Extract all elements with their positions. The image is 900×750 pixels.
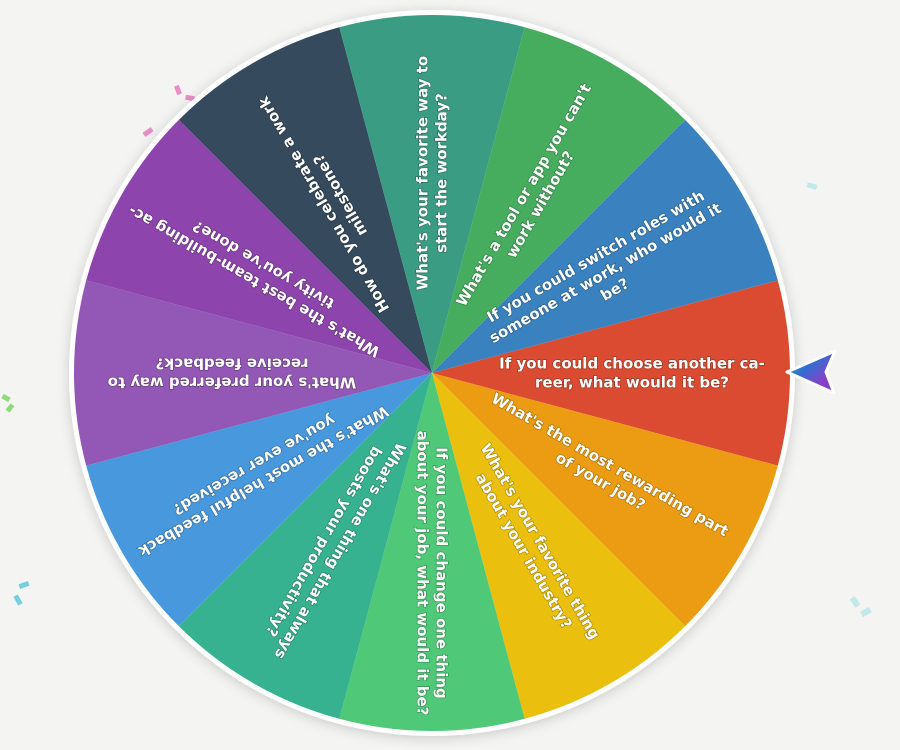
wheel-segment[interactable] (432, 373, 686, 719)
segment-label-line: about your job, what would it be? (414, 431, 432, 716)
confetti-piece (185, 94, 195, 102)
segment-label-line: What's your favorite way to (414, 56, 432, 290)
wheel-segment[interactable] (432, 373, 778, 627)
segment-label-line: If you could change one thing (433, 447, 451, 699)
wheel-segment[interactable] (178, 27, 432, 373)
confetti-piece (860, 606, 872, 618)
confetti-piece (849, 596, 861, 608)
wheel-segment[interactable] (86, 373, 432, 627)
confetti-piece (5, 403, 15, 413)
confetti-piece (13, 594, 23, 606)
segment-label: If you could choose another ca-reer, wha… (498, 354, 765, 392)
wheel-segment[interactable] (74, 280, 433, 466)
wheel-segment[interactable] (339, 15, 525, 374)
wheel-segment[interactable] (339, 373, 525, 731)
segment-label-line: receive feedback? (156, 355, 309, 373)
wheel-segments[interactable] (74, 15, 790, 731)
confetti-piece (174, 84, 182, 96)
confetti-piece (806, 182, 818, 190)
wheel-segment[interactable] (432, 280, 790, 466)
wheel-segment[interactable] (432, 27, 686, 373)
segment-label-line: reer, what would it be? (535, 374, 729, 392)
confetti-piece (18, 580, 30, 590)
wheel-segment[interactable] (178, 373, 432, 719)
confetti-piece (1, 393, 11, 403)
wheel-segment[interactable] (86, 119, 432, 373)
wheel-pointer (785, 349, 837, 395)
segment-label-line: start the workday? (433, 93, 451, 253)
arrow-pointer-icon (785, 349, 837, 395)
wheel-segment[interactable] (432, 119, 778, 373)
confetti-piece (142, 127, 154, 137)
segment-label-line: What's your preferred way to (108, 374, 357, 392)
segment-label-line: If you could choose another ca- (499, 355, 765, 373)
